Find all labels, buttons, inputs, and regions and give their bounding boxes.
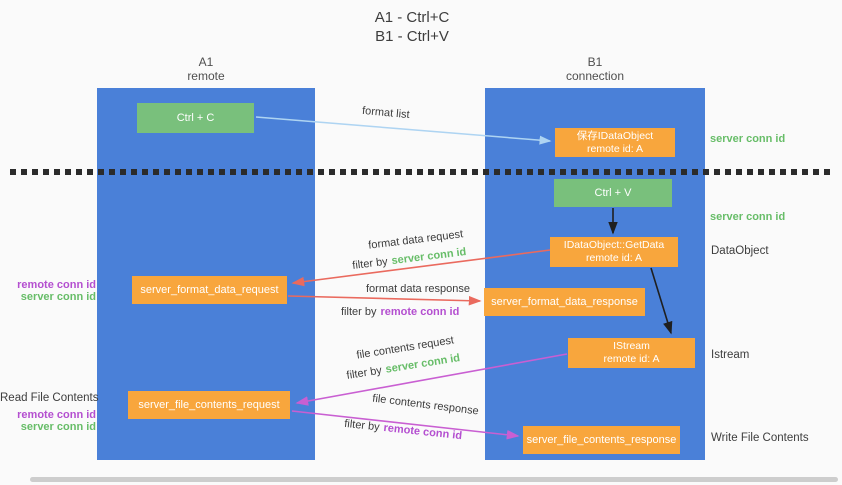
node-ctrl-v: Ctrl + V [554,179,672,207]
remote-conn-id-text: remote conn id [380,306,460,318]
lane-a1-title: A1 [198,55,214,69]
annotation-server-conn-id-mid: server conn id [710,211,786,223]
arrow-getdata-to-istream [650,267,673,335]
phase-separator-dotted-line [10,169,832,175]
annotation-istream: Istream [711,349,750,361]
node-server-file-contents-response-label: server_file_contents_response [526,433,677,446]
node-getdata-line2: remote id: A [585,252,643,264]
node-save-idataobject-line1: 保存IDataObject [576,129,654,142]
arrow-file-contents-request [295,353,568,406]
annotation-server-conn-id-top: server conn id [710,133,786,145]
lane-header-a1: A1 remote [97,55,315,83]
node-istream-line2: remote id: A [603,353,660,365]
node-server-format-data-request-label: server_format_data_request [140,283,279,296]
node-server-format-data-response-label: server_format_data_response [491,295,638,308]
node-server-file-contents-request: server_file_contents_request [128,391,290,419]
annotation-conn-ids-file: remote conn id server conn id [2,409,96,433]
title-line-ctrl-v: B1 - Ctrl+V [375,28,449,45]
node-ctrl-c: Ctrl + C [137,103,254,133]
label-format-data-response: format data response [366,283,470,295]
node-save-idataobject-line2: remote id: A [586,142,644,155]
lane-header-b1: B1 connection [485,55,705,83]
diagram-title: A1 - Ctrl+C B1 - Ctrl+V [312,8,512,46]
node-server-format-data-response: server_format_data_response [484,288,645,316]
annotation-read-file-contents: Read File Contents [0,392,99,404]
node-save-idataobject: 保存IDataObject remote id: A [555,128,675,157]
node-server-format-data-request: server_format_data_request [132,276,287,304]
remote-conn-id-text: remote conn id [17,279,96,291]
node-getdata-line1: IDataObject::GetData [563,239,665,251]
node-istream: IStream remote id: A [568,338,695,368]
node-istream-line1: IStream [613,340,650,352]
node-ctrl-c-label: Ctrl + C [176,111,215,124]
arrow-format-data-response [287,295,482,306]
title-line-ctrl-c: A1 - Ctrl+C [374,9,450,26]
annotation-dataobject: DataObject [711,245,769,257]
annotation-conn-ids-format: remote conn id server conn id [2,279,96,303]
arrow-format-list [255,116,552,145]
node-server-file-contents-response: server_file_contents_response [523,426,680,454]
lane-a1-subtitle: remote [187,69,225,83]
lane-b1-subtitle: connection [565,69,625,83]
node-idataobject-getdata: IDataObject::GetData remote id: A [550,237,678,267]
arrow-format-data-request [291,249,551,287]
filter-by-text: filter by [341,306,377,318]
lane-b1-title: B1 [587,55,603,69]
annotation-write-file-contents: Write File Contents [711,432,809,444]
server-conn-id-text: server conn id [20,421,96,433]
horizontal-scrollbar[interactable] [30,477,838,482]
node-server-file-contents-request-label: server_file_contents_request [138,398,280,411]
arrow-file-contents-response [291,410,520,440]
server-conn-id-text: server conn id [20,291,96,303]
node-ctrl-v-label: Ctrl + V [594,186,632,199]
remote-conn-id-text: remote conn id [17,409,96,421]
